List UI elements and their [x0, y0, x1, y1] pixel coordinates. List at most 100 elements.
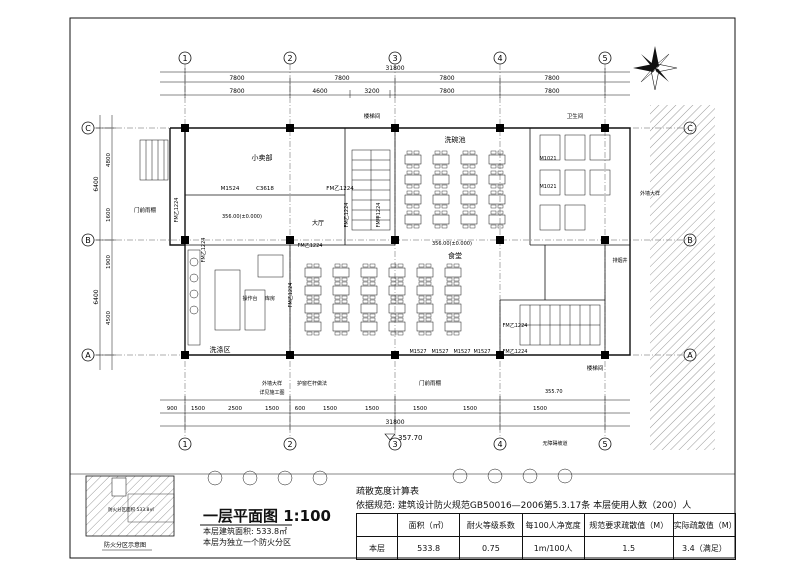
dining-table — [332, 303, 350, 314]
column-c3 — [391, 124, 399, 132]
dining-table — [460, 214, 478, 225]
dining-chair — [418, 299, 425, 304]
dining-chair — [425, 299, 432, 304]
dining-chair — [434, 210, 441, 215]
dining-table — [416, 303, 434, 314]
egress-table: 面积（㎡） 耐火等级系数 每100人净宽度 规范要求疏散值（M） 实际疏散值（M… — [356, 513, 737, 560]
dining-chair — [441, 184, 448, 189]
note-wall-detail-2: 外墙大样 — [262, 380, 282, 387]
dining-chair — [497, 204, 504, 209]
dining-chair — [313, 331, 320, 336]
dining-chair — [369, 277, 376, 282]
dining-chair — [362, 313, 369, 318]
note-canopy-west: 门前雨棚 — [134, 206, 157, 214]
note-stair-east: 楼梯间 — [587, 364, 604, 372]
dining-chair — [490, 224, 497, 229]
dining-chair — [306, 313, 313, 318]
dining-chair — [406, 190, 413, 195]
dim-second-5: 7800 — [544, 88, 559, 95]
dining-chair — [406, 164, 413, 169]
dim-bottom-5: 600 — [295, 406, 306, 412]
dining-chair — [406, 224, 413, 229]
grid-label-5-bottom: 5 — [602, 440, 607, 449]
dining-chair — [446, 295, 453, 300]
dining-chair — [341, 299, 348, 304]
room-storage: 库房 — [265, 295, 275, 302]
egress-header-0 — [356, 513, 398, 537]
dining-chair — [390, 331, 397, 336]
fire-zone-note: 本层为独立一个防火分区 — [203, 538, 291, 547]
dim-bottom-2: 1500 — [191, 406, 205, 412]
dining-chair — [406, 210, 413, 215]
dining-chair — [397, 299, 404, 304]
dining-chair — [469, 224, 476, 229]
dim-left-detail-1: 4800 — [106, 153, 112, 167]
dining-table — [304, 321, 322, 332]
dining-chair — [306, 263, 313, 268]
elevation-marker-icon — [384, 433, 396, 441]
dining-chair — [369, 295, 376, 300]
dining-chair — [441, 190, 448, 195]
tree-icon — [487, 468, 503, 484]
grid-label-2-bottom: 2 — [287, 440, 292, 449]
dining-chair — [469, 164, 476, 169]
door-fm-west-1: FM乙1224 — [173, 198, 180, 223]
dim-second-4: 7800 — [439, 88, 454, 95]
dining-chair — [434, 184, 441, 189]
dining-chair — [369, 281, 376, 286]
dining-chair — [418, 313, 425, 318]
dining-table — [360, 303, 378, 314]
dining-chair — [462, 184, 469, 189]
column-b5 — [601, 236, 609, 244]
egress-table-basis: 依据规范: 建筑设计防火规范GB50016—2006第5.3.17条 本层使用人… — [356, 501, 692, 511]
column-a3 — [391, 351, 399, 359]
note-guardrail: 护窗栏杆做法 — [297, 380, 327, 387]
column-c2 — [286, 124, 294, 132]
dining-table — [488, 154, 506, 165]
dining-chair — [306, 281, 313, 286]
dining-table — [388, 267, 406, 278]
column-b1 — [181, 236, 189, 244]
drawing-scale: 1:100 — [283, 507, 331, 525]
dining-chair — [446, 331, 453, 336]
dim-left-detail-2: 1600 — [106, 208, 112, 222]
dining-chair — [425, 317, 432, 322]
dining-chair — [490, 210, 497, 215]
dining-table — [444, 285, 462, 296]
tree-icon — [242, 470, 258, 486]
dining-chair — [469, 190, 476, 195]
egress-cell-width-per-100: 1m/100人 — [521, 536, 585, 560]
dining-table — [304, 285, 322, 296]
interior-walls — [185, 128, 630, 355]
dining-table — [332, 285, 350, 296]
dining-chair — [490, 150, 497, 155]
room-kitchen: 洗涤区 — [210, 345, 231, 354]
dim-left-2: 6400 — [93, 289, 100, 304]
grid-bubbles-top: 1 2 3 4 5 — [178, 51, 612, 65]
egress-header-area: 面积（㎡） — [396, 513, 461, 537]
dining-chair — [397, 331, 404, 336]
egress-table-title: 疏散宽度计算表 — [356, 487, 420, 497]
elevation-value: 357.70 — [398, 434, 423, 442]
dining-chair — [418, 317, 425, 322]
dining-chair — [369, 263, 376, 268]
dining-chair — [425, 295, 432, 300]
grid-label-B-left: B — [85, 236, 91, 245]
dining-chair — [462, 150, 469, 155]
egress-table-header: 面积（㎡） 耐火等级系数 每100人净宽度 规范要求疏散值（M） 实际疏散值（M… — [356, 513, 737, 537]
grid-label-A-left: A — [85, 351, 91, 360]
dim-bottom-7: 1500 — [365, 406, 379, 412]
dining-table — [416, 321, 434, 332]
dining-chair — [369, 313, 376, 318]
dining-chair — [313, 299, 320, 304]
dining-chair — [441, 204, 448, 209]
dining-chair — [413, 164, 420, 169]
note-smoke-shaft: 排烟井 — [612, 257, 627, 264]
room-ops: 操作台 — [242, 295, 257, 302]
dining-tables — [304, 150, 506, 336]
dining-chair — [497, 224, 504, 229]
dining-chair — [425, 331, 432, 336]
dining-chair — [497, 184, 504, 189]
door-m1524: M1524 — [221, 186, 240, 192]
dining-chair — [341, 317, 348, 322]
